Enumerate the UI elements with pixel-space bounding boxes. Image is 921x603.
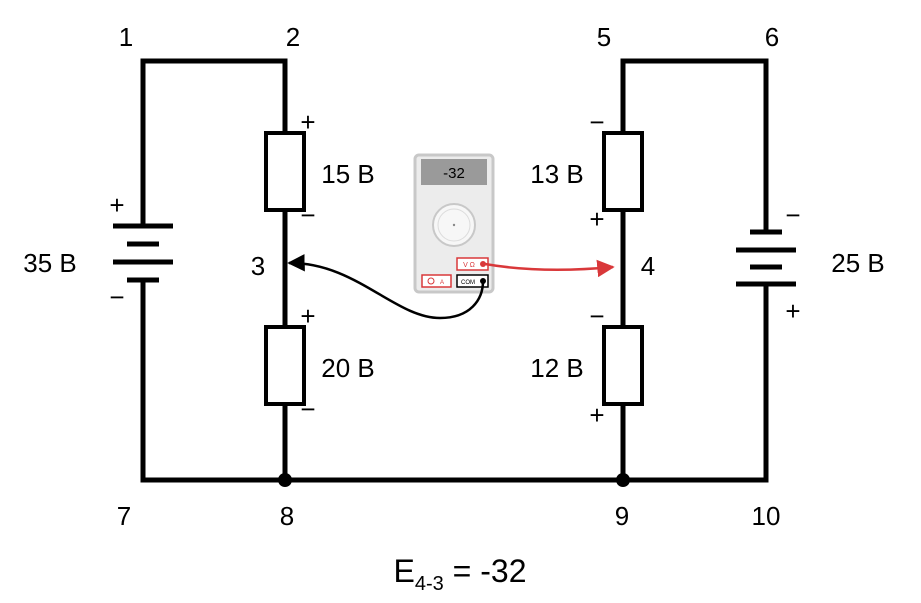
minus-sign: − xyxy=(300,200,315,230)
jack-amp-socket xyxy=(427,277,435,285)
minus-sign: − xyxy=(589,107,604,137)
battery-left xyxy=(113,223,173,283)
plus-sign: + xyxy=(109,190,124,220)
node-label-1: 1 xyxy=(119,22,133,52)
multimeter: -32 V Ω A COM xyxy=(413,153,495,294)
plus-sign: + xyxy=(589,204,604,234)
battery-left-label: 35 B xyxy=(23,248,77,278)
red-probe-lead xyxy=(484,259,615,278)
node-label-4: 4 xyxy=(641,251,655,281)
plus-sign: + xyxy=(300,301,315,331)
wire-7-8 xyxy=(140,277,288,483)
node-label-9: 9 xyxy=(615,501,629,531)
battery-right xyxy=(736,229,796,287)
node-label-3: 3 xyxy=(251,251,265,281)
resistor-20B xyxy=(264,325,306,406)
minus-sign: − xyxy=(109,282,124,312)
plus-sign: + xyxy=(589,400,604,430)
component-labels: 35 B 15 B 20 B 13 B 12 B 25 B xyxy=(23,159,885,383)
equation-symbol: E xyxy=(394,553,415,589)
junction-9 xyxy=(616,473,630,487)
jack-volt-ohm-label: V Ω xyxy=(463,262,475,269)
resistor-20B-label: 20 B xyxy=(321,353,375,383)
wires xyxy=(140,58,769,487)
equation: E4-3 = -32 xyxy=(394,553,527,595)
equation-value: = -32 xyxy=(444,553,527,589)
resistor-15B-label: 15 B xyxy=(321,159,375,189)
battery-right-label: 25 B xyxy=(831,248,885,278)
jack-com-label: COM xyxy=(461,280,475,286)
polarity-signs: + − + − + − − + − + − + xyxy=(109,107,800,430)
node-label-8: 8 xyxy=(280,501,294,531)
jack-volt-ohm-socket xyxy=(480,261,486,267)
minus-sign: − xyxy=(589,301,604,331)
minus-sign: − xyxy=(300,394,315,424)
jack-amp-label: A xyxy=(440,280,444,286)
junction-8 xyxy=(278,473,292,487)
multimeter-display xyxy=(421,159,487,185)
plus-sign: + xyxy=(300,107,315,137)
resistor-13B-label: 13 B xyxy=(530,159,584,189)
node-label-2: 2 xyxy=(286,22,300,52)
black-probe-lead xyxy=(287,254,485,320)
resistor-12B xyxy=(602,325,644,406)
node-labels: 1 2 3 4 5 6 7 8 9 10 xyxy=(117,22,781,531)
equation-subscript: 4-3 xyxy=(415,573,444,595)
resistor-15B xyxy=(264,131,306,212)
resistor-13B xyxy=(602,131,644,212)
resistor-12B-label: 12 B xyxy=(530,353,584,383)
wire-5-6 xyxy=(620,58,769,235)
plus-sign: + xyxy=(785,296,800,326)
jack-com xyxy=(456,274,489,288)
multimeter-dial-inner xyxy=(437,208,471,242)
node-label-7: 7 xyxy=(117,501,131,531)
wire-9-10 xyxy=(620,281,769,483)
node-label-5: 5 xyxy=(597,22,611,52)
minus-sign: − xyxy=(785,200,800,230)
node-label-10: 10 xyxy=(752,501,781,531)
jack-amp xyxy=(421,274,452,288)
node-label-6: 6 xyxy=(765,22,779,52)
multimeter-reading: -32 xyxy=(443,165,465,182)
multimeter-dial-center xyxy=(452,223,456,227)
wire-1-2 xyxy=(140,58,288,229)
